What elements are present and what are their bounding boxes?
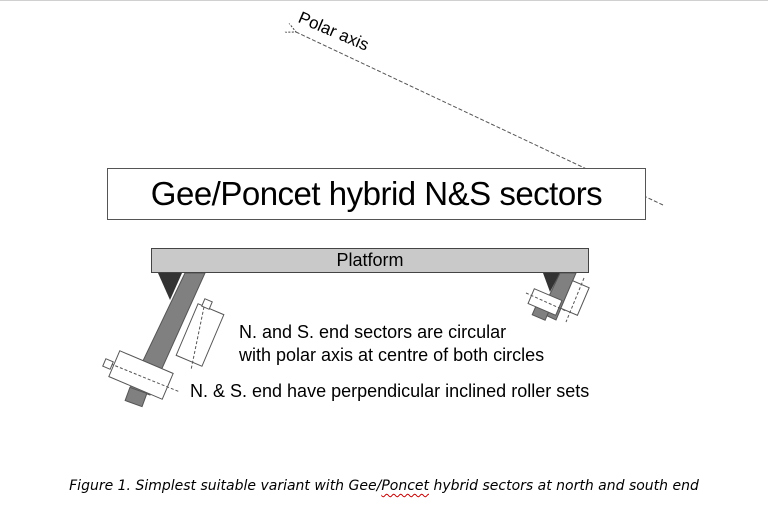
note-roller-sets: N. & S. end have perpendicular inclined … bbox=[190, 381, 590, 401]
north-strut-foot bbox=[124, 386, 148, 408]
north-lower-roller-cap bbox=[102, 358, 114, 370]
caption-after: hybrid sectors at north and south end bbox=[429, 478, 699, 494]
south-end-sector bbox=[525, 272, 590, 323]
platform-label: Platform bbox=[336, 250, 404, 270]
top-border bbox=[0, 0, 768, 1]
caption-misspelled-word: Poncet bbox=[381, 478, 429, 494]
platform-bar: Platform bbox=[151, 248, 589, 273]
north-end-sector bbox=[102, 272, 225, 408]
note-polar-axis-centre: with polar axis at centre of both circle… bbox=[239, 345, 545, 365]
south-upper-roller bbox=[560, 280, 590, 316]
south-wedge bbox=[543, 273, 560, 292]
north-upper-roller bbox=[175, 303, 225, 367]
south-upper-roller-axis bbox=[565, 277, 585, 323]
north-wedge bbox=[158, 273, 182, 300]
diagram-title: Gee/Poncet hybrid N&S sectors bbox=[150, 175, 603, 212]
south-lower-roller-axis bbox=[525, 292, 567, 312]
north-lower-roller bbox=[108, 350, 174, 400]
figure-caption: Figure 1. Simplest suitable variant with… bbox=[0, 478, 768, 494]
diagram-title-box: Gee/Poncet hybrid N&S sectors bbox=[107, 168, 646, 220]
caption-before: Figure 1. Simplest suitable variant with… bbox=[69, 478, 382, 494]
north-upper-roller-axis bbox=[190, 301, 206, 371]
north-lower-roller-axis bbox=[105, 361, 181, 393]
north-upper-roller-cap bbox=[201, 298, 213, 310]
note-sectors-circular: N. and S. end sectors are circular bbox=[239, 322, 507, 342]
